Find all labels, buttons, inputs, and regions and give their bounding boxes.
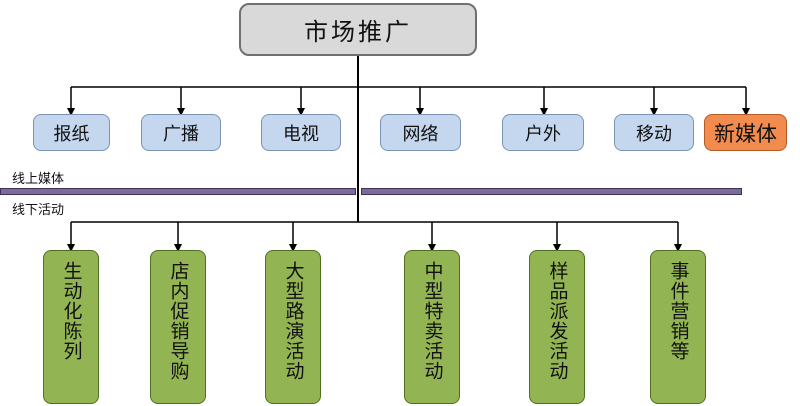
offline-node-special-sale: 中型特卖活动 xyxy=(404,250,460,404)
offline-node-event-marketing: 事件营销等 xyxy=(650,250,706,404)
online-node-radio: 广播 xyxy=(141,114,221,151)
offline-node-roadshow: 大型路演活动 xyxy=(265,250,321,404)
divider-bar-left xyxy=(0,188,356,195)
online-node-newspaper: 报纸 xyxy=(33,114,110,151)
online-node-new-media: 新媒体 xyxy=(704,114,787,151)
online-node-mobile: 移动 xyxy=(614,114,694,151)
offline-node-display: 生动化陈列 xyxy=(43,250,99,404)
online-media-label: 线上媒体 xyxy=(12,172,65,187)
online-node-outdoor: 户外 xyxy=(502,114,584,151)
offline-node-in-store-promotion: 店内促销导购 xyxy=(150,250,206,404)
root-node: 市场推广 xyxy=(239,3,477,56)
online-node-internet: 网络 xyxy=(380,114,461,151)
offline-activities-label: 线下活动 xyxy=(12,203,65,218)
offline-node-sample-distribution: 样品派发活动 xyxy=(529,250,585,404)
online-node-tv: 电视 xyxy=(261,114,341,151)
divider-bar-right xyxy=(361,188,742,195)
